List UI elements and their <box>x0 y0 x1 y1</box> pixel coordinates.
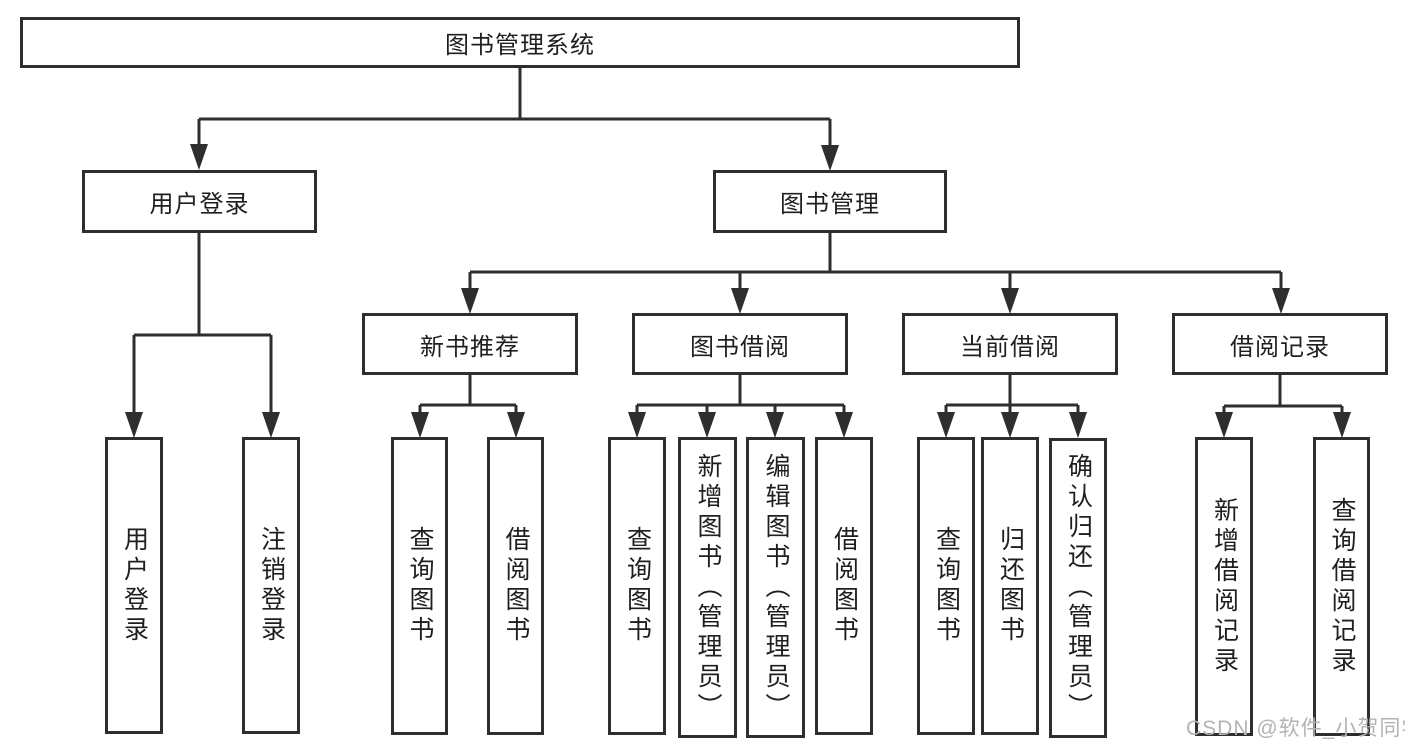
leaf-confirm-return-admin: 确认归还（管理员） <box>1049 438 1107 738</box>
node-book-borrowing: 图书借阅 <box>632 313 848 375</box>
leaf-query-books-recommend: 查询图书 <box>391 437 448 735</box>
leaf-add-borrow-record-label: 新增借阅记录 <box>1210 496 1239 677</box>
node-book-management: 图书管理 <box>713 170 947 233</box>
node-book-management-label: 图书管理 <box>780 191 880 218</box>
leaf-user-login-label: 用户登录 <box>120 525 149 646</box>
node-current-borrowing: 当前借阅 <box>902 313 1118 375</box>
leaf-query-books-borrowing-label: 查询图书 <box>623 526 652 646</box>
leaf-query-books-current: 查询图书 <box>917 437 975 735</box>
leaf-query-borrow-record: 查询借阅记录 <box>1313 437 1370 736</box>
leaf-borrow-books-recommend: 借阅图书 <box>487 437 544 735</box>
leaf-borrow-books: 借阅图书 <box>815 437 873 735</box>
node-borrow-records: 借阅记录 <box>1172 313 1388 375</box>
leaf-add-borrow-record: 新增借阅记录 <box>1195 437 1253 736</box>
leaf-return-books-label: 归还图书 <box>996 526 1025 646</box>
leaf-logout-label: 注销登录 <box>257 525 286 646</box>
leaf-borrow-books-recommend-label: 借阅图书 <box>502 526 530 646</box>
csdn-watermark: CSDN @软件_小贺同学 <box>1186 717 1405 740</box>
leaf-return-books: 归还图书 <box>981 437 1039 735</box>
leaf-user-login: 用户登录 <box>105 437 163 734</box>
leaf-query-borrow-record-label: 查询借阅记录 <box>1328 496 1356 677</box>
node-current-borrowing-label: 当前借阅 <box>960 333 1060 361</box>
node-root-system: 图书管理系统 <box>20 17 1020 68</box>
leaf-add-books-admin: 新增图书（管理员） <box>678 437 737 738</box>
leaf-logout: 注销登录 <box>242 437 300 734</box>
node-book-borrowing-label: 图书借阅 <box>690 333 790 361</box>
leaf-edit-books-admin: 编辑图书（管理员） <box>746 437 805 738</box>
node-user-login: 用户登录 <box>82 170 317 233</box>
leaf-query-books-borrowing: 查询图书 <box>608 437 666 735</box>
leaf-query-books-recommend-label: 查询图书 <box>406 526 434 646</box>
leaf-confirm-return-admin-label: 确认归还（管理员） <box>1064 453 1093 723</box>
node-user-login-label: 用户登录 <box>149 191 250 218</box>
leaf-edit-books-admin-label: 编辑图书（管理员） <box>762 452 790 723</box>
arrowheads <box>125 144 1351 438</box>
leaf-borrow-books-label: 借阅图书 <box>830 526 859 646</box>
node-new-book-recommend-label: 新书推荐 <box>420 333 520 361</box>
leaf-add-books-admin-label: 新增图书（管理员） <box>694 452 722 723</box>
node-root-system-label: 图书管理系统 <box>445 32 595 59</box>
node-new-book-recommend: 新书推荐 <box>362 313 578 375</box>
node-borrow-records-label: 借阅记录 <box>1230 333 1330 361</box>
leaf-query-books-current-label: 查询图书 <box>932 526 961 646</box>
